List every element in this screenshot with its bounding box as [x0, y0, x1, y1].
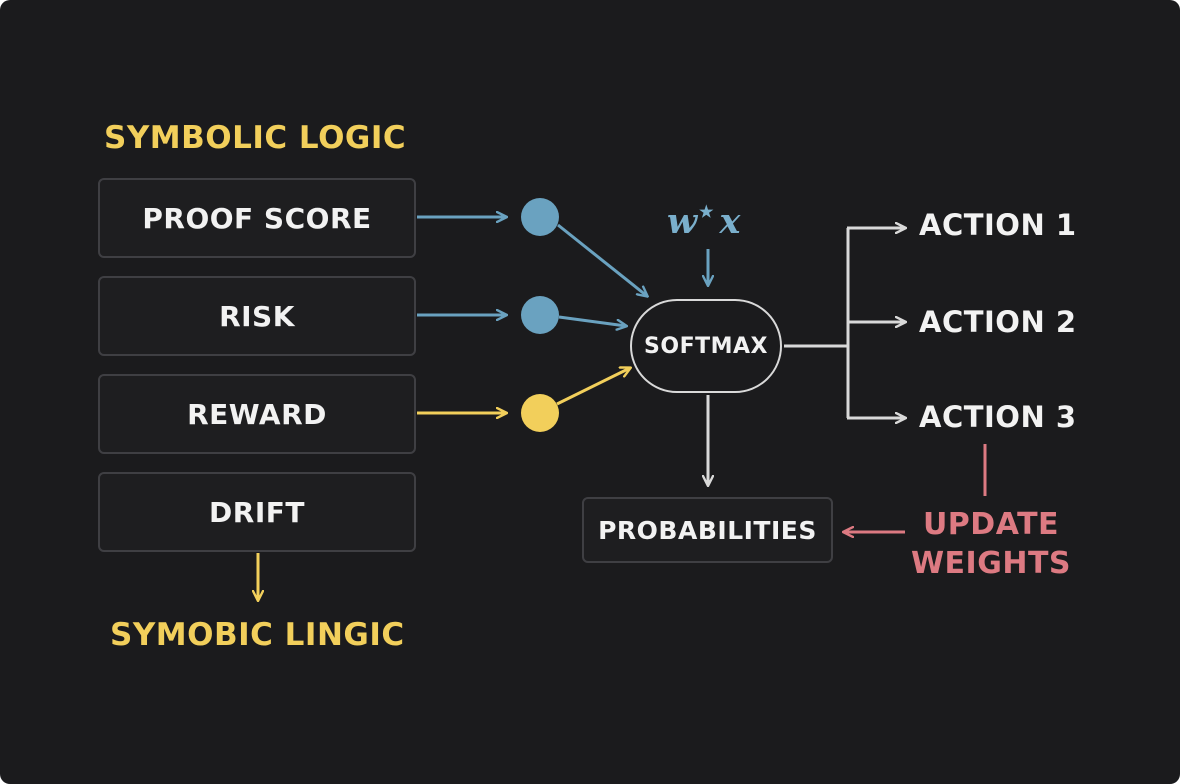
input-box-proof-score: PROOF SCORE [98, 178, 416, 258]
input-box-drift: DRIFT [98, 472, 416, 552]
input-label-reward: REWARD [187, 397, 327, 431]
input-label-drift: DRIFT [209, 495, 305, 529]
arrow-node1-to-softmax [557, 223, 647, 296]
formula-weight: w [667, 201, 698, 242]
probabilities-label: PROBABILITIES [598, 515, 817, 545]
softmax-label: SOFTMAX [644, 333, 768, 359]
bottom-header: SYMOBIC LINGIC [110, 617, 405, 653]
arrow-node2-to-softmax [558, 315, 626, 326]
node-reward [521, 394, 559, 432]
action-2-label: ACTION 2 [919, 305, 1077, 339]
node-proof-score [521, 198, 559, 236]
input-box-risk: RISK [98, 276, 416, 356]
input-label-proof-score: PROOF SCORE [142, 201, 372, 235]
probabilities-box: PROBABILITIES [582, 497, 833, 563]
input-label-risk: RISK [219, 299, 295, 333]
softmax-node: SOFTMAX [630, 299, 782, 393]
update-weights-line1: UPDATE [922, 507, 1060, 542]
action-1-label: ACTION 1 [919, 208, 1077, 242]
arrow-node3-to-softmax [556, 368, 630, 406]
weight-formula: w★ x [667, 201, 741, 242]
input-box-reward: REWARD [98, 374, 416, 454]
update-weights-line2: WEIGHTS [910, 546, 1072, 581]
action-3-label: ACTION 3 [919, 400, 1077, 434]
update-weights-label: UPDATE WEIGHTS [910, 505, 1072, 583]
top-header: SYMBOLIC LOGIC [104, 120, 407, 156]
node-risk [521, 296, 559, 334]
formula-star: ★ [699, 202, 714, 221]
formula-input: x [719, 201, 741, 242]
